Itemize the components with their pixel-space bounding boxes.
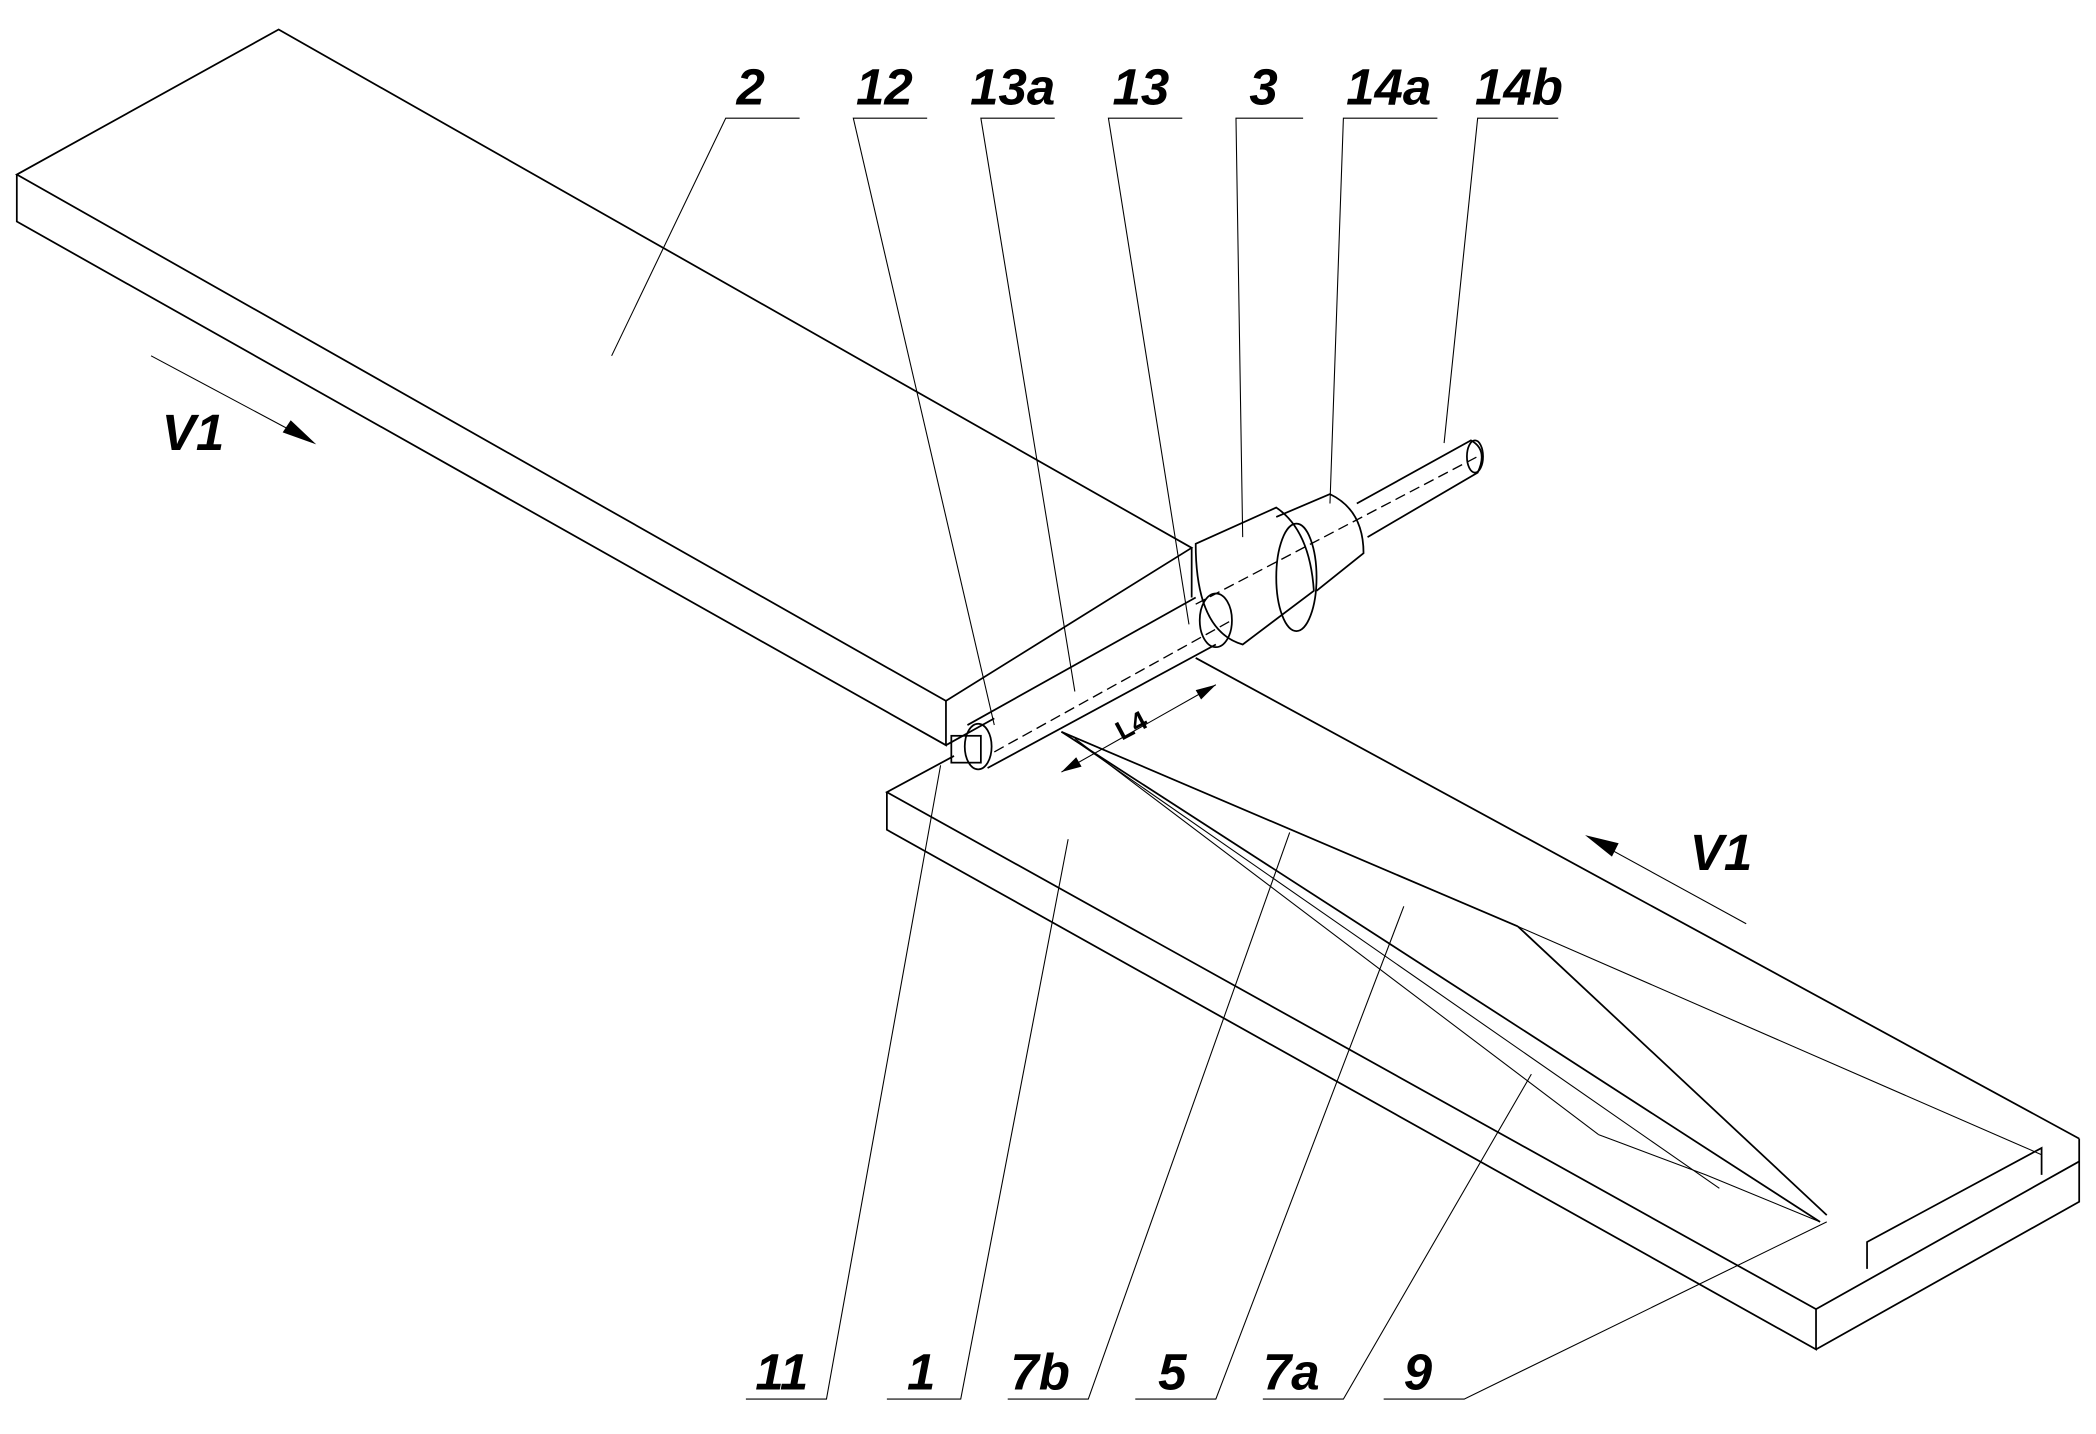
roller	[951, 593, 1232, 769]
bottom-labels: 11 1 7b 5 7a 9	[746, 765, 1827, 1400]
velocity-label-left: V1	[162, 404, 224, 461]
label-13a: 13a	[970, 59, 1055, 116]
label-14b: 14b	[1475, 59, 1563, 116]
upper-plate	[17, 30, 1192, 746]
label-1: 1	[907, 1344, 935, 1401]
label-3: 3	[1249, 59, 1277, 116]
velocity-label-right: V1	[1690, 824, 1752, 881]
label-2: 2	[735, 59, 764, 116]
label-11: 11	[755, 1344, 808, 1401]
label-14a: 14a	[1346, 59, 1431, 116]
label-5: 5	[1158, 1344, 1187, 1401]
velocity-arrows: V1 V1	[151, 356, 1752, 924]
dimension-l4: L4	[1061, 685, 1215, 772]
label-7a: 7a	[1263, 1344, 1320, 1401]
label-7b: 7b	[1010, 1344, 1070, 1401]
dimension-label: L4	[1110, 705, 1152, 746]
top-labels: 2 12 13a 13 3 14a 14b	[612, 59, 1563, 725]
label-12: 12	[856, 59, 913, 116]
motor-shaft	[1196, 440, 1483, 644]
strip	[1061, 732, 1826, 1222]
label-13: 13	[1112, 59, 1169, 116]
label-9: 9	[1404, 1344, 1433, 1401]
